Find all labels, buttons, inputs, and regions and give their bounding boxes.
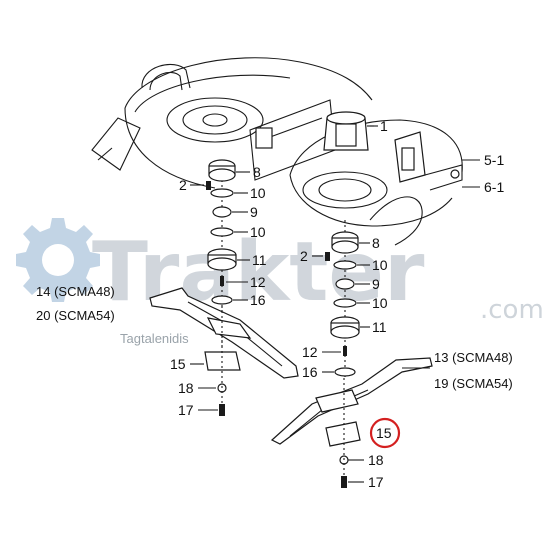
label-part-10-left-b: 10 (250, 224, 266, 240)
label-part-10-left-a: 10 (250, 185, 266, 201)
label-blade-right-scma48: 13 (SCMA48) (434, 350, 513, 365)
label-blade-left-scma54: 20 (SCMA54) (36, 308, 115, 323)
label-part-11-right: 11 (372, 319, 387, 335)
left-spindle-stack (206, 159, 237, 350)
label-part-17-left: 17 (178, 402, 194, 418)
label-part-8-right: 8 (372, 235, 380, 251)
watermark-domain: .com (480, 295, 544, 325)
right-blade (270, 357, 433, 488)
label-part-6-1: 6-1 (484, 179, 504, 195)
label-part-18-right: 18 (368, 452, 384, 468)
label-part-11-left: 11 (252, 252, 267, 268)
label-part-12-right: 12 (302, 344, 318, 360)
label-part-9-left: 9 (250, 204, 258, 220)
label-part-10-right-a: 10 (372, 257, 388, 273)
highlight-circle (369, 417, 401, 449)
label-part-16-right: 16 (302, 364, 318, 380)
spindle-housing (323, 111, 374, 151)
label-part-5-1: 5-1 (484, 152, 504, 168)
label-part-15-left: 15 (170, 356, 186, 372)
label-part-15-right: 15 (376, 425, 392, 441)
label-part-17-right: 17 (368, 474, 384, 490)
label-part-16-left: 16 (250, 292, 266, 308)
callout-labels: 1 5-1 6-1 8 2 10 9 10 11 12 16 8 2 10 9 … (36, 118, 513, 490)
label-part-2-left: 2 (179, 177, 187, 193)
label-part-18-left: 18 (178, 380, 194, 396)
watermark-tagline: Tagtalenidis (120, 331, 189, 346)
left-blade (149, 287, 299, 416)
label-part-10-right-b: 10 (372, 295, 388, 311)
label-part-1: 1 (380, 118, 388, 134)
label-part-9-right: 9 (372, 276, 380, 292)
mower-deck (91, 57, 463, 246)
leader-lines (190, 125, 480, 483)
watermark-brand: Trakter (92, 225, 425, 320)
label-blade-left-scma48: 14 (SCMA48) (36, 284, 115, 299)
right-spindle-stack (325, 220, 360, 380)
label-blade-right-scma54: 19 (SCMA54) (434, 376, 513, 391)
label-part-2-right: 2 (300, 248, 308, 264)
watermark: Trakter .com Tagtalenidis (16, 218, 544, 346)
gear-icon (16, 218, 100, 302)
label-part-8-left: 8 (253, 164, 261, 180)
label-part-12-left: 12 (250, 274, 266, 290)
